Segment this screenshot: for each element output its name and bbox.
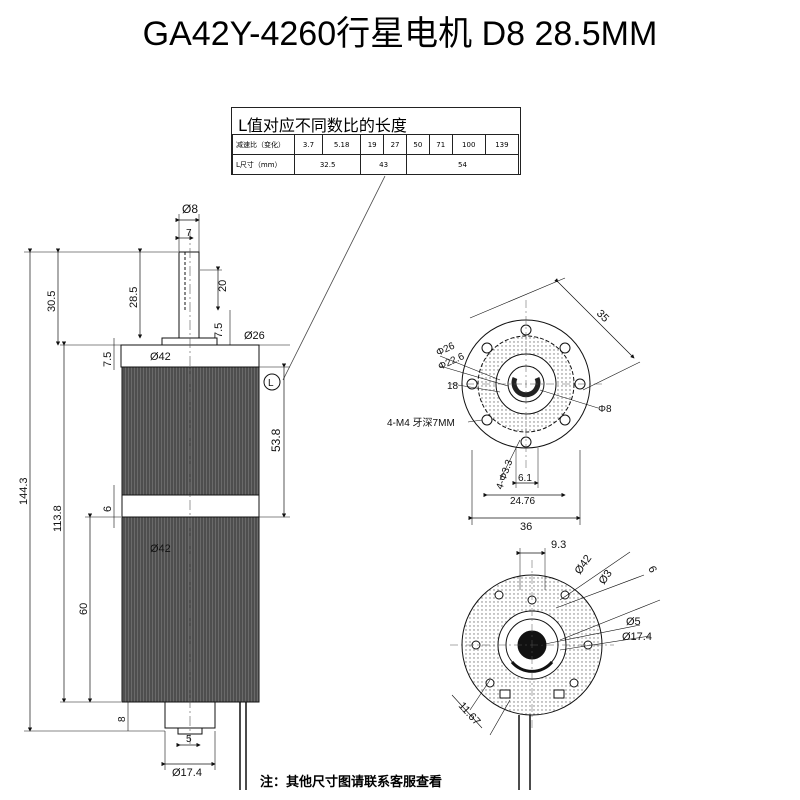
table-heading: L值对应不同数比的长度 [238,116,407,135]
front-view [439,277,641,525]
dim-flange-h: 7.5 [102,352,114,367]
dim-boss-h: 7.5 [213,323,225,338]
dim-square: 35 [594,308,611,325]
dim-rear-gap: 6 [645,564,658,575]
mount-hole [481,414,493,426]
dim-outer-w: 36 [520,521,532,533]
dim-gearbox-len: 53.8 [269,428,283,452]
dim-flat-length: 20 [217,280,229,292]
dim-rear-hole: Ø3 [597,568,615,587]
footer-note: 注：其他尺寸图请联系客服查看 [260,775,443,790]
l-marker-label: L [268,378,274,389]
boss [161,337,218,346]
dim-flat-width: 7 [186,228,192,239]
dim-tail-dia: Ø17.4 [172,767,202,779]
dim-holes: 4-Φ3.3 [494,458,515,491]
leader-line [282,175,386,381]
dim-rear-terminal: 11.67 [456,700,483,728]
dim-boss-dia: Ø26 [244,330,265,342]
dim-lower-len: 60 [78,603,90,615]
motor-body [121,516,260,703]
gearbox-body [121,366,260,496]
ratio-length-table: L值对应不同数比的长度 减速比（变化） 3.7 5.18 19 27 50 71… [231,107,521,175]
dim-body-dia-top: Ø42 [150,351,171,363]
length-cell: 32.5 [293,154,362,175]
mount-hole [559,342,571,354]
dim-tail-w: 5 [186,734,192,745]
dim-flat: 6.1 [518,473,532,484]
l-marker [263,373,281,391]
dim-shaft-dia: Ø8 [182,202,198,216]
dim-thread: 4-M4 牙深7MM [387,417,455,429]
mount-hole [481,342,493,354]
gap-band [121,494,260,518]
length-cell: 54 [405,154,520,175]
dim-rear-outer: Ø42 [573,553,595,577]
dim-inner-w: 24.76 [510,496,535,507]
page-title: GA42Y-4260行星电机 D8 28.5MM [142,15,658,53]
dim-rear-offset: 9.3 [551,539,566,551]
length-cell: 43 [360,154,407,175]
rear-view [450,548,661,790]
dim-rear-hub: Ø17.4 [622,631,652,643]
dim-rear-center: Ø5 [626,616,641,628]
dim-shaft-len: 28.5 [128,287,140,308]
dim-offset: 18 [447,381,459,392]
ratio-table: 减速比（变化） 3.7 5.18 19 27 50 71 100 139 L尺寸… [232,134,520,175]
table-row: L尺寸（mm） 32.5 43 54 [232,154,520,175]
dim-gap: 6 [102,506,114,512]
dim-bottom-len: 8 [117,716,128,722]
dim-body-dia-lower: Ø42 [150,543,171,555]
mount-hole [559,414,571,426]
side-view [24,214,290,790]
dim-total-len: 144.3 [18,477,30,505]
dim-motor-len: 113.8 [52,505,64,532]
dim-shaft-top: 30.5 [46,291,58,312]
shaft [178,251,200,339]
dim-front-shaft: Φ8 [598,404,612,415]
table-row: 减速比（变化） 3.7 5.18 19 27 50 71 100 139 [232,134,520,155]
